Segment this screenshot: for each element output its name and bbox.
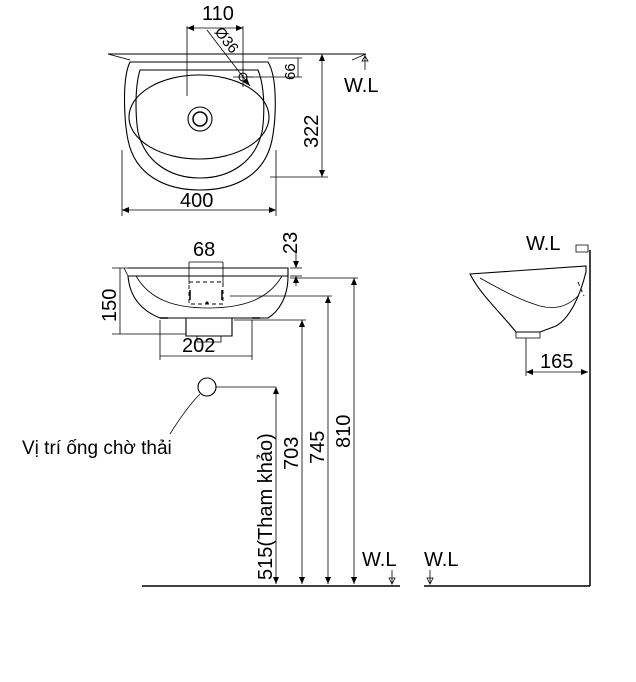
dim-23-label: 23 xyxy=(280,232,302,254)
dim-110-arrows xyxy=(187,25,243,31)
side-floor-arrow xyxy=(426,570,434,585)
dim-hole-arrow xyxy=(243,78,250,86)
top-wall-label: W.L xyxy=(344,75,378,97)
top-view: 110 Ø36 66 322 W.L 400 xyxy=(107,3,378,216)
dim-745-label: 745 xyxy=(307,431,329,464)
waste-pipe-circle xyxy=(197,377,217,397)
front-outlet-bottom xyxy=(196,336,222,343)
dim-810-label: 810 xyxy=(333,415,355,448)
top-wall-left-bevel xyxy=(107,53,131,61)
dim-703-label: 703 xyxy=(281,437,303,470)
basin-inner-outline xyxy=(135,69,265,179)
dim-202-extensions xyxy=(159,320,253,360)
front-rim-edge xyxy=(123,267,129,277)
dim-110-extensions xyxy=(186,26,244,96)
front-rim xyxy=(128,267,289,277)
drain-outer-ring xyxy=(187,106,213,132)
front-bowl-body xyxy=(127,275,289,319)
front-floor-label: W.L xyxy=(362,549,396,571)
side-view: W.L 165 W.L xyxy=(424,233,591,587)
dim-165-arrows xyxy=(526,369,588,375)
side-wall-arrow xyxy=(575,244,589,253)
dim-150-label: 150 xyxy=(99,289,121,322)
dim-110-label: 110 xyxy=(202,3,234,25)
dim-400-extensions xyxy=(121,150,277,216)
drain-inner-ring xyxy=(192,111,208,127)
side-bracket-dash xyxy=(577,281,585,297)
dim-68-label: 68 xyxy=(193,239,215,261)
bowl-oval xyxy=(128,74,270,160)
dim-hole-leader xyxy=(206,29,251,87)
dim-23-extensions xyxy=(290,267,302,277)
dim-66-label: 66 xyxy=(282,63,299,80)
dim-322-label: 322 xyxy=(301,115,323,148)
dim-23-arrows xyxy=(293,261,299,283)
dim-515-label: 515(Tham khảo) xyxy=(255,433,277,580)
front-view: 68 23 150 202 Vị trí ống chờ thải 515(Th… xyxy=(22,232,400,587)
dim-68-extensions xyxy=(188,262,224,284)
front-bracket-bolts xyxy=(189,290,223,300)
side-basin-inner xyxy=(479,277,579,308)
dim-66-extensions xyxy=(246,57,302,78)
side-basin-profile xyxy=(469,265,587,333)
front-bracket-box xyxy=(188,281,224,305)
dim-202-label: 202 xyxy=(182,335,215,357)
side-outlet xyxy=(515,332,541,339)
dim-400-label: 400 xyxy=(180,190,213,212)
top-wall-arrow xyxy=(361,54,369,70)
basin-outer-outline xyxy=(124,61,276,191)
dim-322-extensions xyxy=(270,53,328,178)
side-floor-label: W.L xyxy=(424,549,458,571)
front-floor-arrow xyxy=(388,570,396,585)
front-bowl-inner xyxy=(135,275,283,309)
side-wall-label: W.L xyxy=(526,233,560,255)
dim-165-label: 165 xyxy=(540,351,573,373)
dim-150-extensions xyxy=(112,267,186,335)
top-wall-right-bevel xyxy=(351,53,367,61)
waste-pipe-label: Vị trí ống chờ thải xyxy=(22,438,172,459)
front-outlet xyxy=(185,318,233,337)
waste-pipe-leader xyxy=(169,393,201,435)
front-center-mark xyxy=(205,301,209,305)
